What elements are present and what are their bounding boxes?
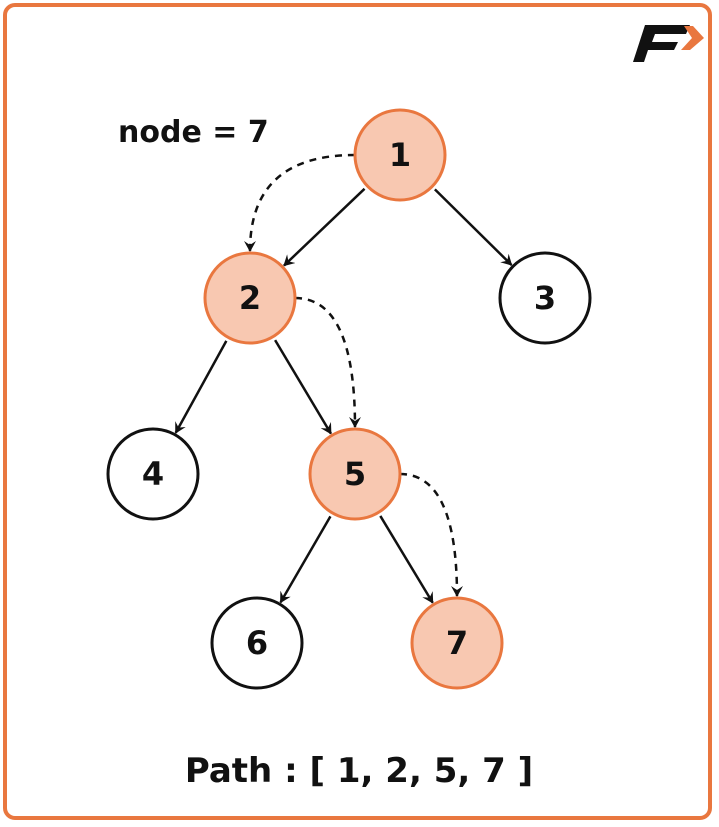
tree-node-label-4: 4 xyxy=(142,455,164,493)
tree-node-label-2: 2 xyxy=(239,279,261,317)
tree-node-circle-5 xyxy=(308,427,402,521)
tree-node-4: 4 xyxy=(106,427,200,521)
tree-node-circle-4 xyxy=(106,427,200,521)
target-node-label: node = 7 xyxy=(118,115,269,150)
tree-node-label-3: 3 xyxy=(534,279,556,317)
tree-node-label-7: 7 xyxy=(446,624,468,662)
tree-node-label-6: 6 xyxy=(246,624,268,662)
path-arrow-1-2 xyxy=(244,153,356,252)
tree-node-circle-2 xyxy=(203,251,297,345)
tree-node-3: 3 xyxy=(498,251,592,345)
edge-5-7 xyxy=(379,515,434,604)
tree-node-5: 5 xyxy=(308,427,402,521)
edge-2-4 xyxy=(174,340,228,434)
diagram-frame xyxy=(3,3,712,820)
path-arrow-5-7 xyxy=(399,472,463,597)
tree-node-circle-1 xyxy=(353,108,447,202)
edge-1-2 xyxy=(283,187,366,267)
tree-node-2: 2 xyxy=(203,251,297,345)
path-result-caption: Path : [ 1, 2, 5, 7 ] xyxy=(185,751,533,791)
tree-node-label-5: 5 xyxy=(344,455,366,493)
path-arrow-2-5 xyxy=(294,296,361,428)
edge-2-5 xyxy=(274,339,332,435)
tree-node-label-1: 1 xyxy=(389,136,411,174)
tree-node-6: 6 xyxy=(210,596,304,690)
edge-1-3 xyxy=(434,188,513,266)
tree-node-1: 1 xyxy=(353,108,447,202)
edge-5-6 xyxy=(279,515,332,604)
tree-node-circle-7 xyxy=(410,596,504,690)
brand-f-logo-icon xyxy=(633,25,704,62)
tree-node-7: 7 xyxy=(410,596,504,690)
tree-node-circle-6 xyxy=(210,596,304,690)
tree-node-circle-3 xyxy=(498,251,592,345)
